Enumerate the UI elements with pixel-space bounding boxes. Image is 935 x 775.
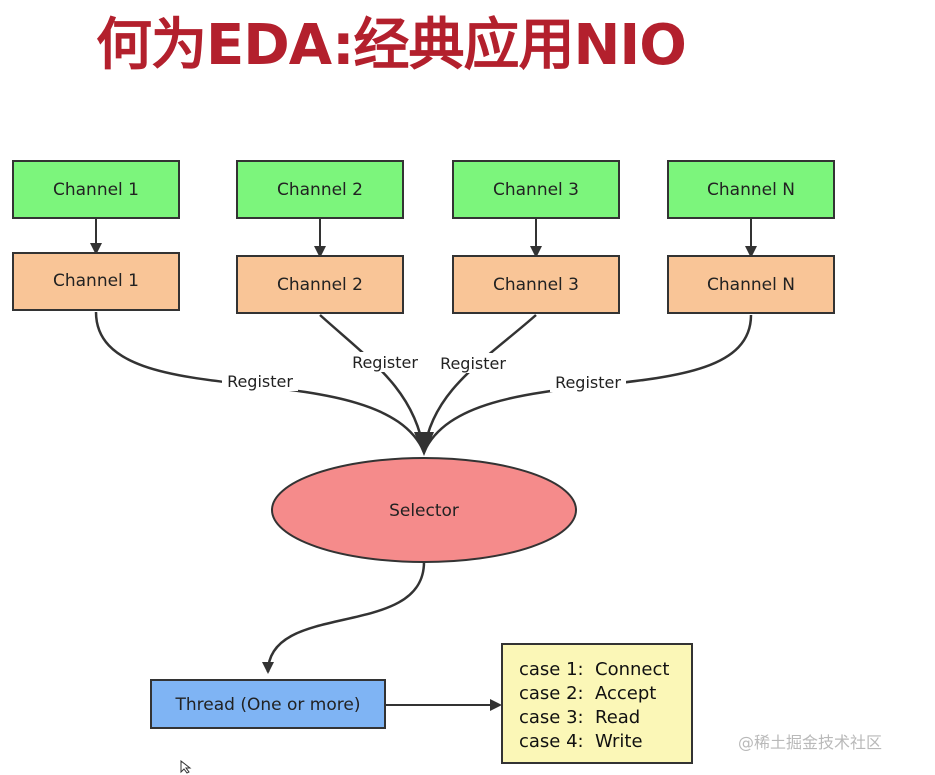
- register-label-n: Register: [550, 372, 626, 392]
- case-label-4: case 4:: [519, 731, 584, 752]
- thread-node: Thread (One or more): [150, 679, 386, 729]
- register-text: Register: [440, 354, 506, 373]
- register-label-2: Register: [347, 352, 423, 372]
- channel-label: Channel 2: [277, 275, 363, 295]
- channel-label: Channel 3: [493, 180, 579, 200]
- selector-to-thread-curve: [262, 561, 426, 674]
- channel-box-registered-3: Channel 3: [452, 255, 620, 314]
- channel-box-top-2: Channel 2: [236, 160, 404, 219]
- case-value-2: Accept: [595, 683, 656, 704]
- case-label-2: case 2:: [519, 683, 584, 704]
- selector-node: Selector: [271, 457, 577, 563]
- register-arrowhead: [414, 432, 434, 456]
- register-text: Register: [555, 373, 621, 392]
- thread-label: Thread (One or more): [175, 695, 361, 715]
- channel-box-top-1: Channel 1: [12, 160, 180, 219]
- channel-label: Channel 3: [493, 275, 579, 295]
- register-label-3: Register: [435, 353, 511, 373]
- channel-box-top-3: Channel 3: [452, 160, 620, 219]
- mouse-cursor-icon: [180, 760, 192, 774]
- channel-label: Channel N: [707, 180, 795, 200]
- case-label-3: case 3:: [519, 707, 584, 728]
- channel-label: Channel 1: [53, 271, 139, 291]
- channel-box-top-n: Channel N: [667, 160, 835, 219]
- channel-box-registered-2: Channel 2: [236, 255, 404, 314]
- case-value-4: Write: [595, 731, 643, 752]
- channel-box-registered-1: Channel 1: [12, 252, 180, 311]
- case-label-1: case 1:: [519, 659, 584, 680]
- register-text: Register: [352, 353, 418, 372]
- channel-label: Channel 1: [53, 180, 139, 200]
- register-curve-2: [319, 314, 426, 453]
- selector-label: Selector: [389, 501, 459, 521]
- register-curve-3: [422, 314, 537, 453]
- register-label-1: Register: [222, 371, 298, 391]
- case-value-1: Connect: [595, 659, 669, 680]
- page-title: 何为EDA:经典应用NIO: [96, 13, 687, 78]
- channel-label: Channel N: [707, 275, 795, 295]
- watermark: @稀土掘金技术社区: [738, 733, 883, 752]
- case-value-3: Read: [595, 707, 640, 728]
- channel-box-registered-n: Channel N: [667, 255, 835, 314]
- channel-label: Channel 2: [277, 180, 363, 200]
- cases-box: case 1: Connect case 2: Accept case 3: R…: [501, 643, 693, 764]
- register-text: Register: [227, 372, 293, 391]
